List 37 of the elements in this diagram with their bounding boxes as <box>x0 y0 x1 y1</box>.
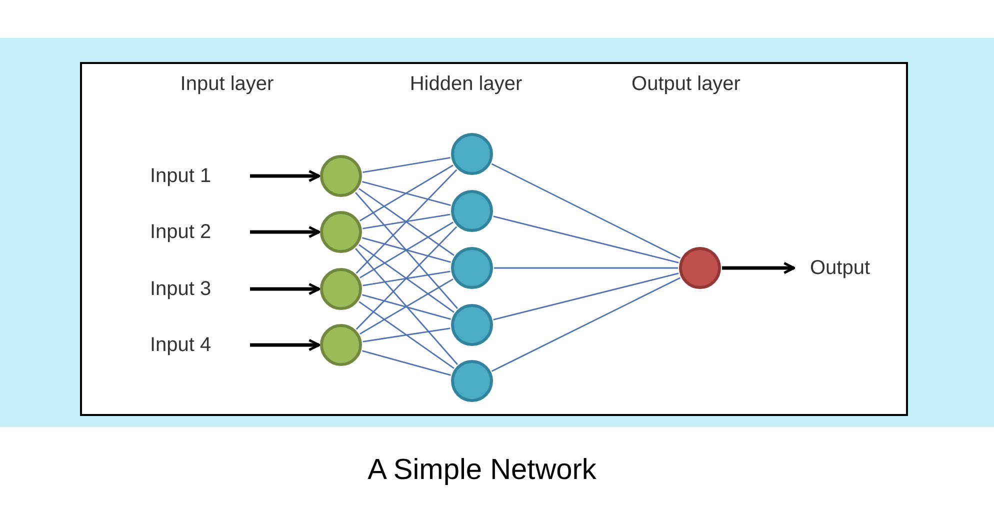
caption: A Simple Network <box>368 454 596 487</box>
connection-line <box>356 169 458 274</box>
node-label: Input 2 <box>150 221 212 243</box>
node-label: Input 4 <box>150 334 212 356</box>
connection-line <box>362 350 451 376</box>
connection-line <box>360 222 454 278</box>
arrow <box>250 282 320 296</box>
connection-line <box>360 278 454 334</box>
connection-line <box>362 214 450 230</box>
connection-line <box>493 272 679 320</box>
arrow <box>250 226 320 238</box>
layer-heading: Output layer <box>632 73 740 96</box>
connection-line <box>362 270 450 286</box>
node-label: Output <box>810 257 870 279</box>
layer-heading: Input layer <box>180 73 274 96</box>
connection-line <box>494 267 678 269</box>
connection-line <box>356 226 458 330</box>
connection-line <box>360 164 454 222</box>
connection-line <box>358 301 454 369</box>
node-label: Input 1 <box>150 165 212 187</box>
connection-line <box>491 277 681 372</box>
connection-line <box>362 237 451 263</box>
arrow <box>250 338 320 352</box>
connection-line <box>358 188 454 256</box>
connection-line <box>491 163 681 259</box>
connection-line <box>362 328 450 342</box>
arrow <box>722 262 796 274</box>
connection-line <box>362 294 451 320</box>
connection-line <box>355 192 458 309</box>
connection-line <box>362 156 450 174</box>
connection-line <box>362 181 451 206</box>
connection-line <box>358 244 454 313</box>
layer-heading: Hidden layer <box>410 73 522 96</box>
arrow <box>250 170 320 182</box>
connection-line <box>355 248 458 365</box>
node-label: Input 3 <box>150 278 212 300</box>
connection-line <box>493 216 679 264</box>
